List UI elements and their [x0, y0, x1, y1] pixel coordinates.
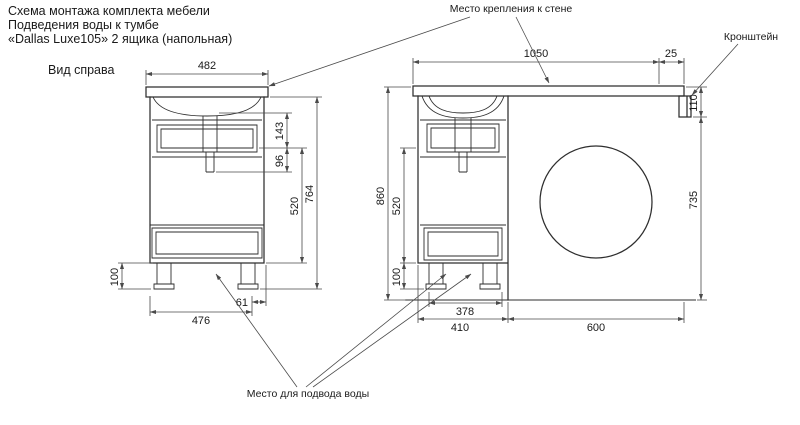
- dim-front-1050: 1050: [412, 48, 685, 84]
- view-right-label: Вид справа: [48, 63, 115, 77]
- callouts: Место крепления к стене Кронштейн Место …: [215, 3, 778, 400]
- front-view-countertop: [412, 85, 685, 97]
- dim-side-100-value: 100: [109, 268, 121, 286]
- dim-side-764: 764: [260, 96, 322, 290]
- dim-front-860: 860: [375, 86, 411, 301]
- wall-bracket: [678, 95, 692, 118]
- side-view-countertop: [145, 86, 269, 98]
- front-view-carcass: [417, 95, 509, 301]
- dim-side-482-value: 482: [198, 60, 216, 72]
- side-view-lower-drawer: [151, 227, 263, 259]
- dim-front-25-value: 25: [665, 48, 677, 60]
- dim-side-520-value: 520: [289, 197, 301, 215]
- dim-front-860-value: 860: [375, 187, 387, 205]
- side-view-legs: [153, 262, 259, 290]
- dim-front-100-value: 100: [391, 268, 403, 286]
- wall-mount-leader-right: [515, 16, 550, 84]
- dim-side-764-ext: [260, 96, 322, 290]
- front-view-legs: [425, 262, 501, 290]
- dim-side-96: 96: [216, 147, 292, 173]
- dim-side-143-ext: [219, 112, 307, 149]
- side-view-rails: [150, 119, 264, 226]
- dim-side-61: 61: [236, 265, 267, 309]
- dim-side-764-value: 764: [304, 185, 316, 203]
- dim-side-61-value: 61: [236, 297, 248, 309]
- dim-front-735: 735: [688, 116, 707, 301]
- dim-front-410-value: 410: [451, 322, 469, 334]
- dim-side-leg-100: 100: [109, 262, 153, 290]
- dim-side-143: 143: [219, 112, 307, 149]
- dim-side-96-value: 96: [274, 155, 286, 167]
- dim-front-600: 600: [507, 302, 685, 334]
- dim-front-110: 110: [686, 86, 707, 118]
- side-view-drawing: 482 143 96 520 764 100: [109, 60, 322, 327]
- wall-mount-leader-left: [268, 16, 471, 87]
- side-view-sink-outline: [152, 96, 262, 117]
- dim-front-410: 410: [417, 265, 509, 334]
- dim-front-378-value: 378: [456, 306, 474, 318]
- front-view-sink-outline: [421, 95, 505, 119]
- dim-side-100-ext: [118, 262, 153, 290]
- dim-front-520: 520: [391, 147, 416, 264]
- dim-front-25: 25: [658, 48, 685, 65]
- water-supply-leader-1: [215, 273, 298, 388]
- dim-side-476: 476: [149, 296, 253, 327]
- dim-front-735-value: 735: [688, 191, 700, 209]
- front-view-upper-drawer: [426, 123, 500, 153]
- side-view-drain-pipe: [202, 116, 218, 173]
- dim-front-leg-100: 100: [391, 262, 424, 290]
- front-view-drain-pipe: [454, 118, 472, 173]
- side-view-carcass: [149, 96, 265, 264]
- water-supply-leader-2: [305, 273, 447, 388]
- dim-front-110-value: 110: [688, 94, 700, 112]
- dim-side-143-value: 143: [274, 122, 286, 140]
- title-line1: Схема монтажа комплекта мебели: [8, 4, 210, 18]
- dim-side-476-value: 476: [192, 315, 210, 327]
- bracket-label: Кронштейн: [724, 31, 778, 43]
- dim-side-520: 520: [266, 147, 307, 264]
- front-view-rails: [420, 119, 506, 226]
- title-block: Схема монтажа комплекта мебели Подведени…: [8, 4, 232, 77]
- dim-side-482-ext: [145, 70, 269, 85]
- wall-mount-label: Место крепления к стене: [450, 3, 573, 15]
- front-view-drawing: 1050 25 110 735 860 520 100: [375, 48, 707, 334]
- front-view-lower-drawer: [423, 227, 503, 261]
- title-line3: «Dallas Luxe105» 2 ящика (напольная): [8, 32, 232, 46]
- title-line2: Подведения воды к тумбе: [8, 18, 159, 32]
- dim-front-378-ext: [428, 292, 503, 307]
- dim-front-520-value: 520: [391, 197, 403, 215]
- dim-front-600-value: 600: [587, 322, 605, 334]
- bracket-leader: [691, 43, 739, 96]
- dim-side-482: 482: [145, 60, 269, 85]
- dim-front-1050-value: 1050: [524, 48, 548, 60]
- washing-machine-drum: [539, 145, 653, 259]
- dim-front-378: 378: [428, 292, 503, 318]
- water-supply-leader-3: [312, 273, 472, 388]
- side-view-upper-drawer: [156, 124, 258, 153]
- water-supply-label: Место для подвода воды: [247, 388, 369, 400]
